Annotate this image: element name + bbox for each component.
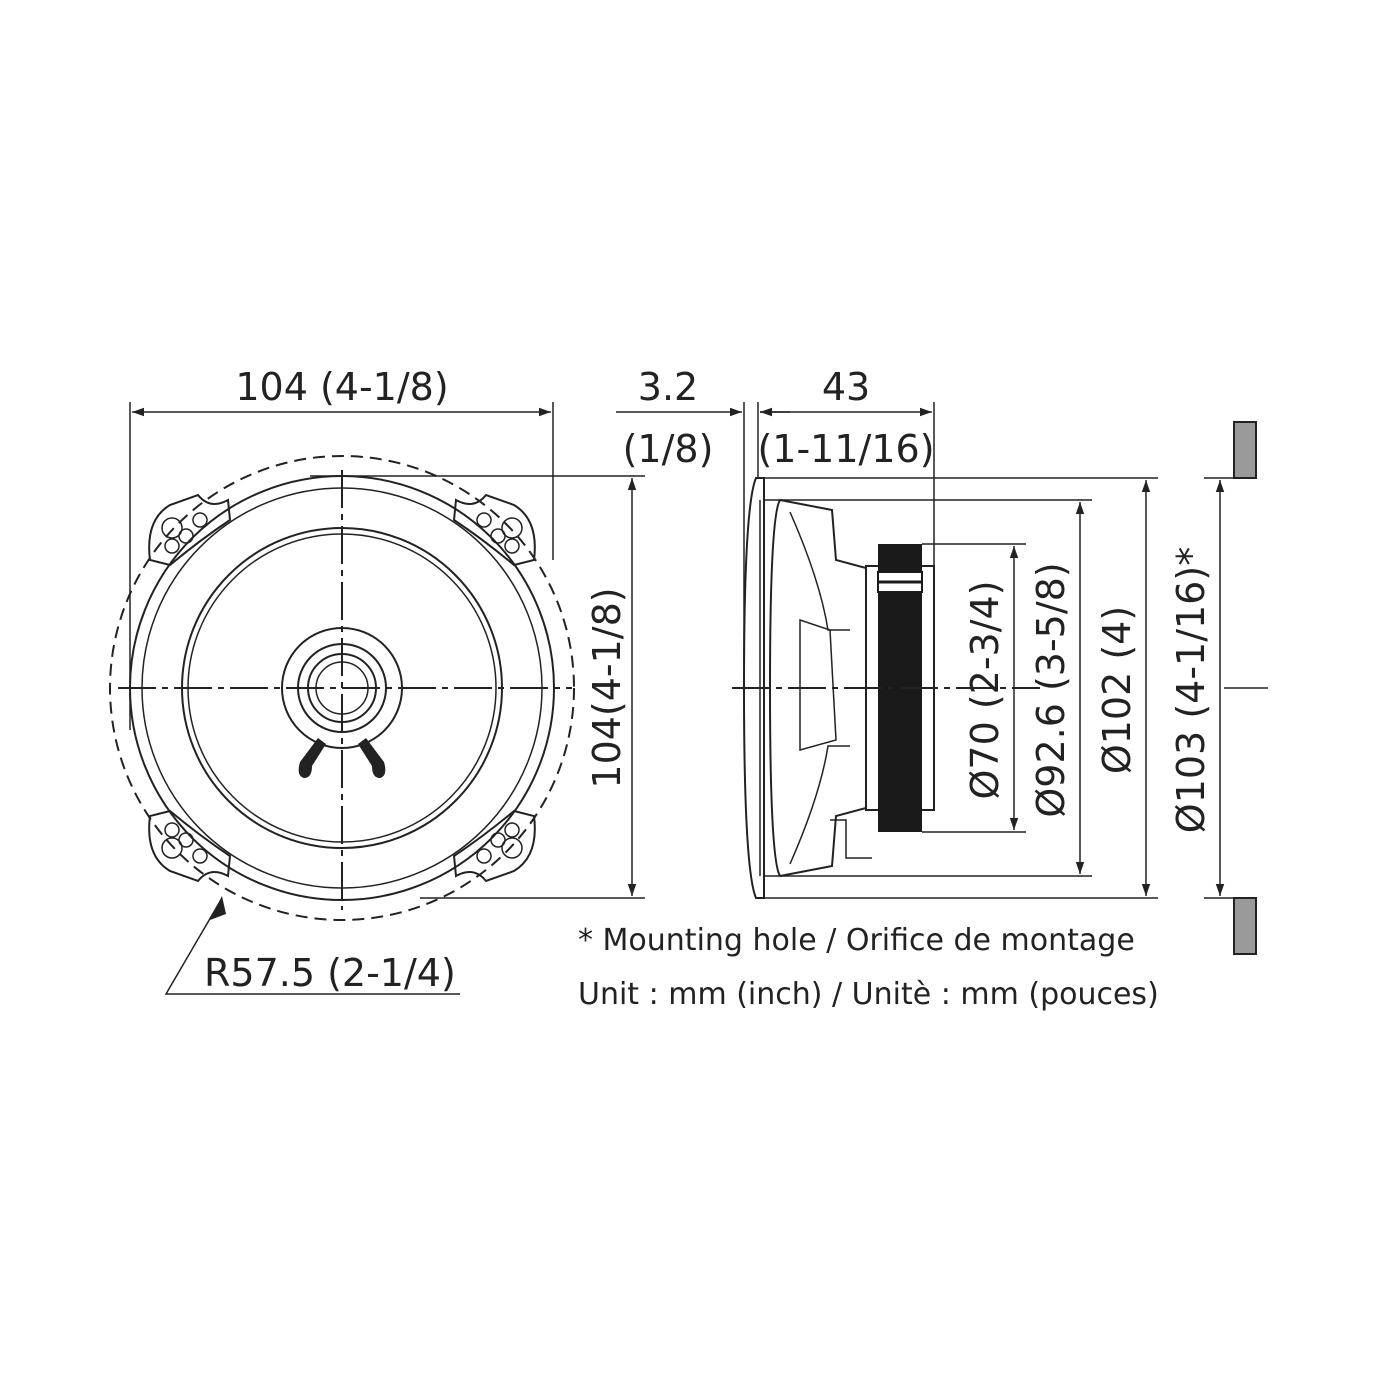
mounting-ear-bottom-left — [148, 809, 232, 883]
magnet-dia-label: Ø70 (2-3/4) — [963, 580, 1007, 799]
depth-dim-label-inch: (1-11/16) — [757, 427, 934, 471]
depth-dim-label-mm: 43 — [822, 365, 870, 409]
mounting-ear-top-left — [148, 493, 232, 567]
flange-dim-label-mm: 3.2 — [638, 365, 698, 409]
cutout-radius-circle — [109, 455, 575, 921]
side-flange — [742, 477, 765, 899]
front-view: 104 (4-1/8) 104(4-1/8) R57.5 (2-1/4) — [109, 365, 645, 995]
basket-dia-label: Ø92.6 (3-5/8) — [1029, 562, 1073, 817]
height-dimension-label: 104(4-1/8) — [585, 587, 629, 788]
mounting-panel-bottom — [1233, 897, 1257, 955]
mounting-panel-top — [1233, 421, 1257, 479]
mounting-ear-bottom-right — [452, 809, 536, 883]
basket-spoke-top — [789, 511, 850, 631]
basket-window — [799, 618, 837, 751]
basket-spoke-bottom — [789, 745, 850, 865]
radius-dimension-label: R57.5 (2-1/4) — [204, 951, 456, 995]
frame-dia-label: Ø102 (4) — [1095, 606, 1139, 774]
width-dimension-label: 104 (4-1/8) — [235, 365, 448, 409]
side-view: 3.2 (1/8) 43 (1-11/16) Ø70 (2-3/4) Ø92.6… — [616, 365, 1158, 899]
basket-body — [768, 498, 867, 878]
radius-leader-line — [164, 897, 460, 995]
mounting-ear-top-right — [452, 493, 536, 567]
side-terminal — [830, 819, 872, 859]
unit-note: Unit : mm (inch) / Unitè : mm (pouces) — [578, 977, 1159, 1012]
flange-dim-label-inch: (1/8) — [623, 427, 714, 471]
terminal-right — [358, 738, 386, 778]
radius-leader-arrow — [210, 896, 226, 920]
mounting-hole-note: * Mounting hole / Orifice de montage — [578, 923, 1135, 958]
hole-dia-label: Ø103 (4-1/16)* — [1169, 547, 1213, 833]
terminal-left — [298, 738, 326, 778]
mounting-view: Ø103 (4-1/16)* — [1169, 421, 1268, 955]
